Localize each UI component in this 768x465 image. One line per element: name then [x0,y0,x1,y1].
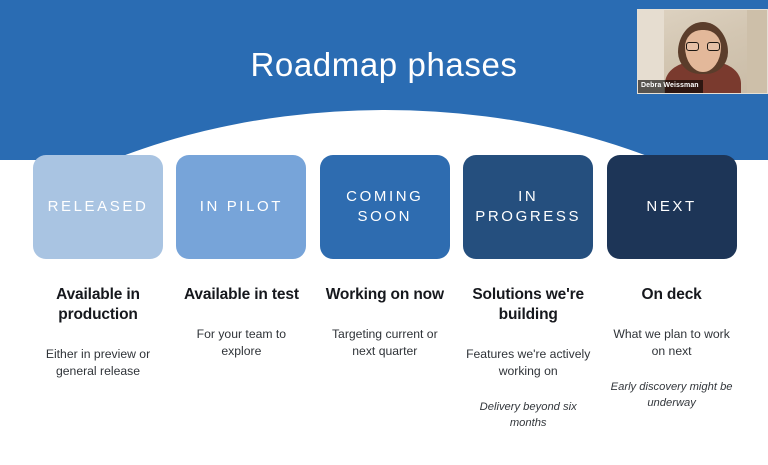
video-wall-right [747,10,767,93]
phase-card-label: NEXT [646,198,697,215]
phase-description-next: On deck What we plan to work on next Ear… [607,285,737,411]
phase-card-label: RELEASED [47,198,149,215]
video-person-face [684,30,721,72]
phase-card-coming-soon[interactable]: COMING SOON [319,155,450,259]
phase-description-in-progress: Solutions we're building Features we're … [463,285,593,431]
video-participant-name-label: Debra Weissman [638,80,703,93]
phase-heading: Available in production [56,286,140,323]
phase-description-in-pilot: Available in test For your team to explo… [176,285,306,359]
phase-heading: On deck [641,286,702,303]
phase-note: Early discovery might be underway [610,381,733,409]
phase-subtext: For your team to explore [196,327,287,358]
page-title: Roadmap phases [250,46,518,83]
phase-description-released: Available in production Either in previe… [33,285,163,379]
header-curve-decoration [0,110,768,160]
phase-subtext: What we plan to work on next [613,327,730,358]
phase-subtext: Features we're actively working on [466,347,591,378]
phase-note: Delivery beyond six months [479,401,577,429]
video-wall-left [638,10,664,93]
phase-card-label: IN PROGRESS [475,188,582,225]
phase-description-coming-soon: Working on now Targeting current or next… [320,285,450,359]
phase-card-label: IN PILOT [199,198,284,215]
phase-card-released[interactable]: RELEASED [33,155,163,259]
phase-heading: Working on now [325,286,444,303]
phase-subtext: Either in preview or general release [45,347,151,378]
phase-subtext: Targeting current or next quarter [331,327,438,358]
video-participant-tile[interactable]: Debra Weissman [637,9,768,94]
phase-card-label: COMING SOON [346,188,424,225]
phase-card-in-pilot[interactable]: IN PILOT [176,155,307,259]
phase-heading: Available in test [183,286,299,303]
phase-card-in-progress[interactable]: IN PROGRESS [463,155,594,259]
glasses-icon [685,42,720,51]
phase-cards-row: RELEASED IN PILOT COMING SOON IN PROGRES… [33,155,737,259]
phase-card-next[interactable]: NEXT [606,155,737,259]
phase-heading: Solutions we're building [472,286,585,323]
